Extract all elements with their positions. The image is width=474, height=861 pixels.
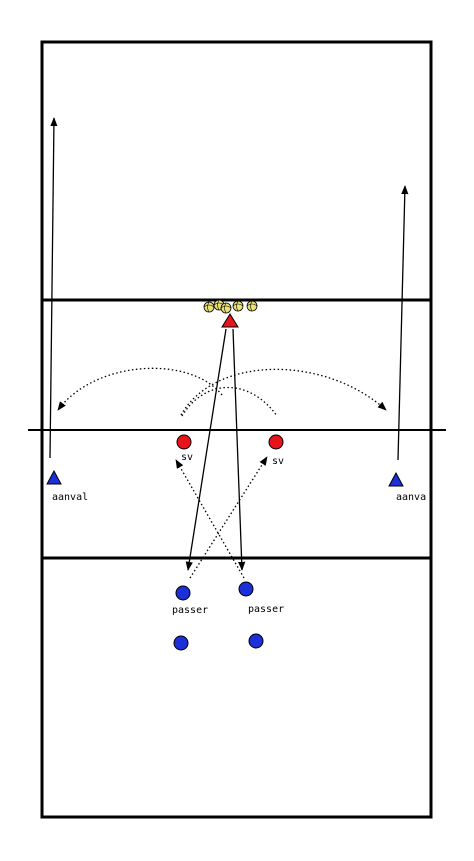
waiting-player-right <box>248 633 264 649</box>
attacker-right-label: aanva <box>396 492 426 503</box>
ball-cluster <box>203 299 258 314</box>
volleyball-icon <box>246 300 258 312</box>
setter-left-label: sv <box>181 452 193 463</box>
setter-right <box>268 434 284 450</box>
pass-arrow-left <box>185 328 227 571</box>
passer-right-label: passer <box>248 604 284 615</box>
volleyball-icon <box>232 300 244 312</box>
passer-left <box>175 585 191 601</box>
blue-triangle-icon <box>46 469 62 485</box>
attack-arrow-left <box>49 117 58 459</box>
setter-right-label: sv <box>272 456 284 467</box>
set-arc-left <box>57 367 223 411</box>
volleyball-icon <box>220 302 232 314</box>
setter-left <box>176 434 192 450</box>
pass-arrow-right <box>232 328 246 571</box>
set-arc-right <box>180 368 387 416</box>
attacker-left-label: aanval <box>52 492 88 503</box>
waiting-player-left <box>173 635 189 651</box>
blue-triangle-icon <box>388 471 404 487</box>
passer-left-label: passer <box>172 605 208 616</box>
set-path-right <box>189 456 268 579</box>
volleyball-icon <box>203 301 215 313</box>
set-arc-center <box>181 386 278 417</box>
attack-arrow-right <box>397 185 409 461</box>
set-path-left <box>175 459 245 579</box>
red-triangle-icon <box>221 313 239 328</box>
passer-right <box>238 581 254 597</box>
